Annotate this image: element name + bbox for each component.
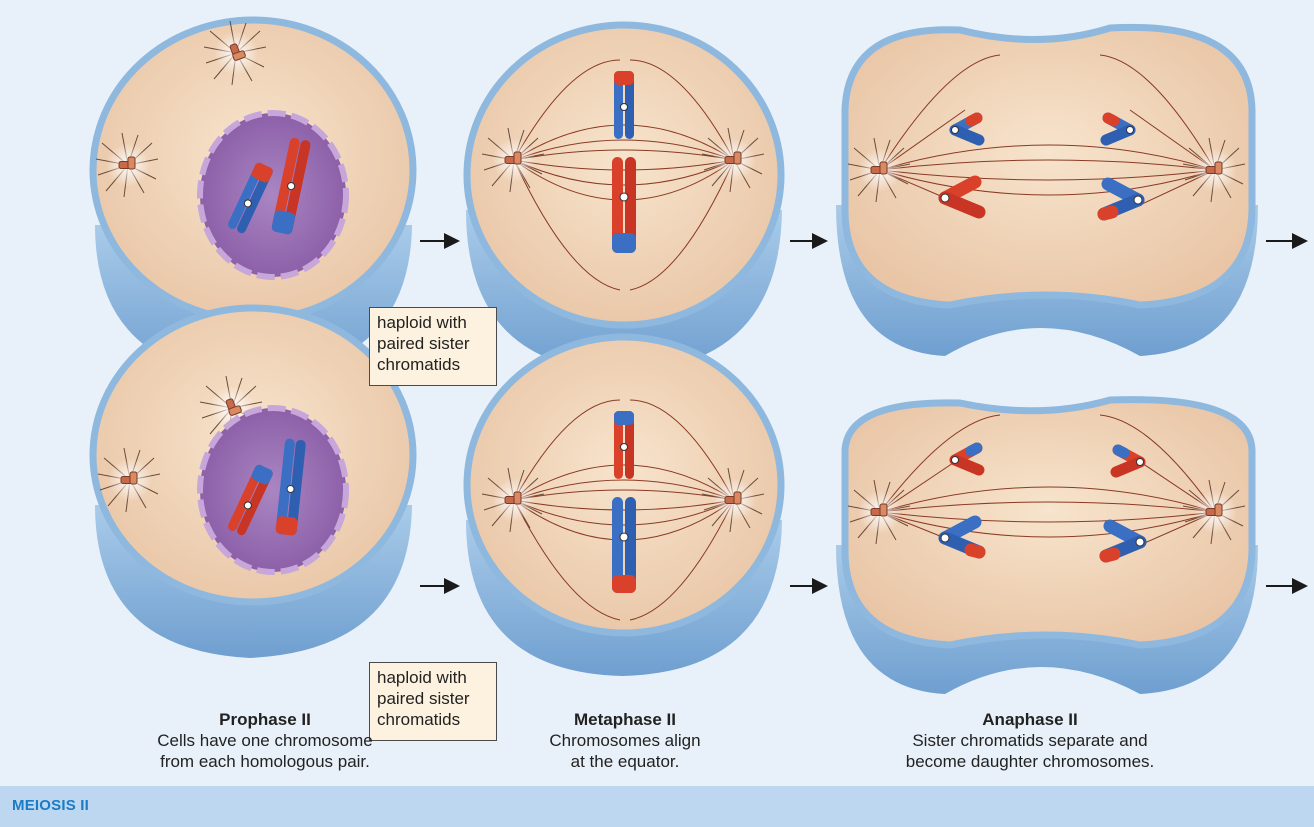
metaphase-cell-top	[466, 25, 782, 372]
caption-anaphase: Anaphase II Sister chromatids separate a…	[880, 709, 1180, 772]
anaphase-cell-top	[836, 27, 1258, 356]
section-label: MEIOSIS II	[12, 797, 89, 814]
caption-prophase-title: Prophase II	[130, 709, 400, 730]
cell-diagram	[0, 0, 1314, 786]
caption-anaphase-desc: Sister chromatids separate and become da…	[880, 730, 1180, 772]
ploidy-note-top-text: haploid with paired sister chromatids	[377, 313, 470, 374]
ploidy-note-top: haploid with paired sister chromatids	[369, 307, 497, 386]
anaphase-cell-bottom	[836, 400, 1258, 694]
section-bar: MEIOSIS II	[0, 786, 1314, 827]
metaphase-cell-bottom	[466, 337, 782, 676]
caption-metaphase-title: Metaphase II	[520, 709, 730, 730]
caption-metaphase-desc: Chromosomes align at the equator.	[520, 730, 730, 772]
caption-metaphase: Metaphase II Chromosomes align at the eq…	[520, 709, 730, 772]
prophase-cell-bottom	[93, 308, 413, 658]
caption-prophase-desc: Cells have one chromosome from each homo…	[130, 730, 400, 772]
caption-anaphase-title: Anaphase II	[880, 709, 1180, 730]
caption-prophase: Prophase II Cells have one chromosome fr…	[130, 709, 400, 772]
